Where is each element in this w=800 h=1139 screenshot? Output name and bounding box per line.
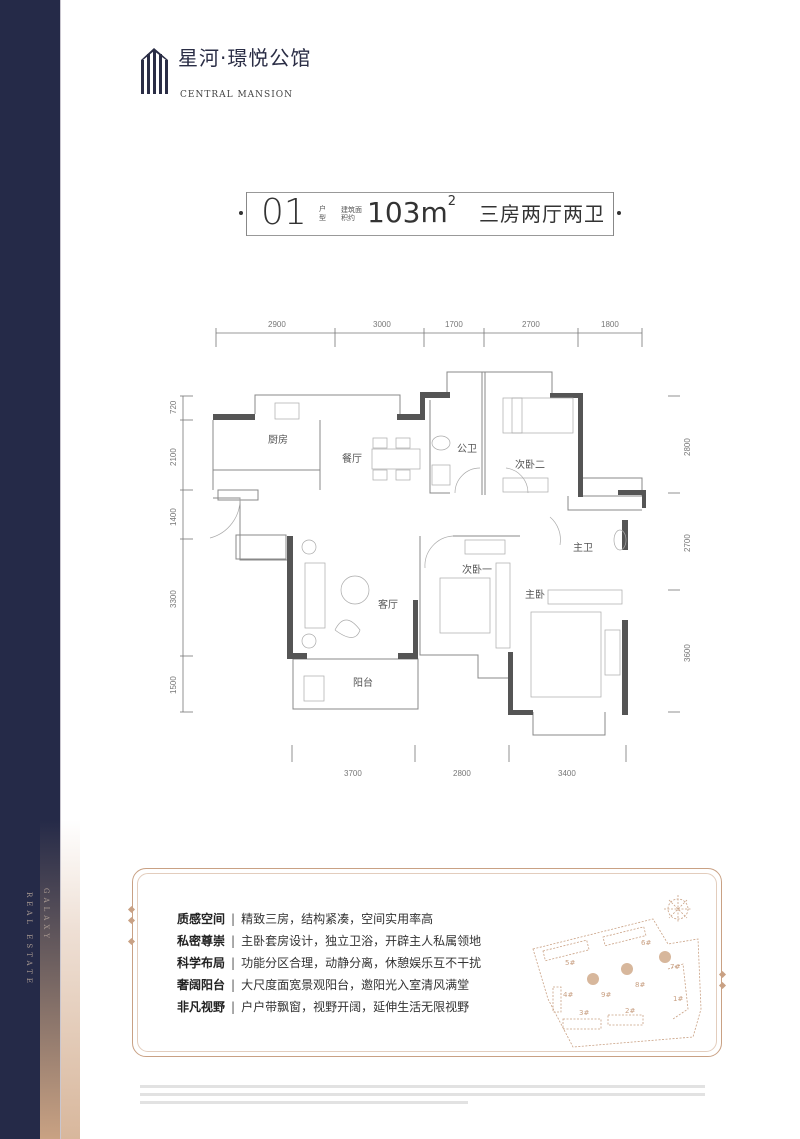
logo: 星河·璟悦公馆 CENTRAL MANSION [140,46,310,100]
floor-plan: 2900 3000 1700 2700 1800 3700 2800 3400 … [169,320,692,778]
disclaimer-line [140,1101,468,1104]
room-label-public-bath: 公卫 [457,444,477,455]
sidebar-text-galaxy: GALAXY [42,888,50,942]
feature-item: 科学布局|功能分区合理，动静分离，休憩娱乐互不干扰 [177,956,482,970]
area-unit-sup: 2 [447,194,456,209]
top-dimension-labels: 2900 3000 1700 2700 1800 [268,320,619,329]
feature-item: 奢阔阳台|大尺度面宽景观阳台，邀阳光入室清风满堂 [177,978,470,992]
room-label-bedroom1: 次卧一 [462,563,492,576]
logo-english-name: CENTRAL MANSION [180,90,294,100]
sidebar-text-real-estate: REAL ESTATE [25,892,33,987]
diamond-ornament [718,970,727,979]
dimension-lines [180,328,680,762]
features-panel: 质感空间|精致三房，结构紧凑，空间实用率高 私密尊崇|主卧套房设计，独立卫浴，开… [127,868,727,1057]
area-number: 103m [367,196,448,229]
left-dimension-labels: 720 2100 1400 3300 1500 [169,400,178,694]
feature-item: 私密尊崇|主卧套房设计，独立卫浴，开辟主人私属领地 [177,934,482,948]
bottom-dimension-labels: 3700 2800 3400 [344,769,576,778]
feature-item: 质感空间|精致三房，结构紧凑，空间实用率高 [177,912,434,926]
feature-title: 私密尊崇 [177,934,226,948]
diamond-ornament [127,905,136,914]
dim-label: 2700 [522,320,540,329]
feature-title: 质感空间 [177,912,226,926]
disclaimer [140,1085,705,1109]
panel-inner-border [137,873,717,1052]
diamond-ornament [127,916,136,925]
dot-ornament [239,211,243,215]
disclaimer-line [140,1085,705,1088]
feature-title: 非凡视野 [177,1000,226,1014]
diamond-ornament [718,981,727,990]
room-label-kitchen: 厨房 [268,433,288,446]
room-type: 三房两厅两卫 [479,202,605,226]
unit-title-box: 01 户型 建筑面积约 103m2 三房两厅两卫 [239,192,621,236]
walls-solid [213,392,646,715]
building-label: 4# [563,991,573,999]
site-map: 1# 2# 3# 4# 5# 6# 7# 8# 9# [532,895,702,1048]
diamond-ornament [127,937,136,946]
unit-number: 01 [261,192,307,233]
area-value: 103m2 [367,194,456,230]
building-label: 5# [565,959,575,967]
room-label-balcony: 阳台 [353,676,373,689]
disclaimer-line [140,1093,705,1096]
dim-label: 2100 [169,448,178,466]
logo-building-icon [141,48,168,94]
area-label: 建筑面积约 [341,206,362,222]
right-dimension-labels: 2800 2700 3600 [683,438,692,662]
room-label-living: 客厅 [378,598,398,611]
dim-label: 2700 [683,534,692,552]
feature-title: 奢阔阳台 [177,978,226,992]
dim-label: 3600 [683,644,692,662]
feature-text: 大尺度面宽景观阳台，邀阳光入室清风满堂 [241,978,470,992]
building-label: 3# [579,1009,589,1017]
logo-chinese-name: 星河·璟悦公馆 [178,46,312,70]
building-label: 6# [641,939,651,947]
furniture [209,397,627,702]
walls-outline [212,371,643,736]
dim-label: 720 [169,400,178,414]
unit-number-suffix: 户型 [319,205,326,222]
dim-label: 1700 [445,320,463,329]
room-label-master-bath: 主卫 [573,542,593,554]
feature-text: 主卧套房设计，独立卫浴，开辟主人私属领地 [241,934,482,948]
room-label-dining: 餐厅 [342,452,362,465]
room-label-master: 主卧 [525,588,545,601]
room-labels: 厨房 餐厅 公卫 次卧二 次卧一 客厅 主卧 主卫 阳台 [268,433,593,689]
dim-label: 2800 [683,438,692,456]
divider [60,0,61,1139]
dim-label: 2800 [453,769,471,778]
feature-item: 非凡视野|户户带飘窗，视野开阔，延伸生活无限视野 [177,1000,470,1014]
dim-label: 1400 [169,508,178,526]
feature-title: 科学布局 [177,956,226,970]
dim-label: 3400 [558,769,576,778]
dim-label: 2900 [268,320,286,329]
building-label: 9# [601,991,611,999]
sidebar-gradient [40,820,60,1139]
dot-ornament [617,211,621,215]
feature-text: 户户带飘窗，视野开阔，延伸生活无限视野 [241,1000,470,1014]
dim-label: 3300 [169,590,178,608]
dim-label: 3000 [373,320,391,329]
building-label: 8# [635,981,645,989]
dim-label: 3700 [344,769,362,778]
sidebar-accent-strip [60,820,80,1139]
building-label: 2# [625,1007,635,1015]
dim-label: 1500 [169,676,178,694]
dim-label: 1800 [601,320,619,329]
feature-text: 功能分区合理，动静分离，休憩娱乐互不干扰 [241,956,482,970]
building-label: 1# [673,995,683,1003]
building-label: 7# [670,963,680,971]
feature-text: 精致三房，结构紧凑，空间实用率高 [241,912,434,926]
room-label-bedroom2: 次卧二 [515,458,545,471]
